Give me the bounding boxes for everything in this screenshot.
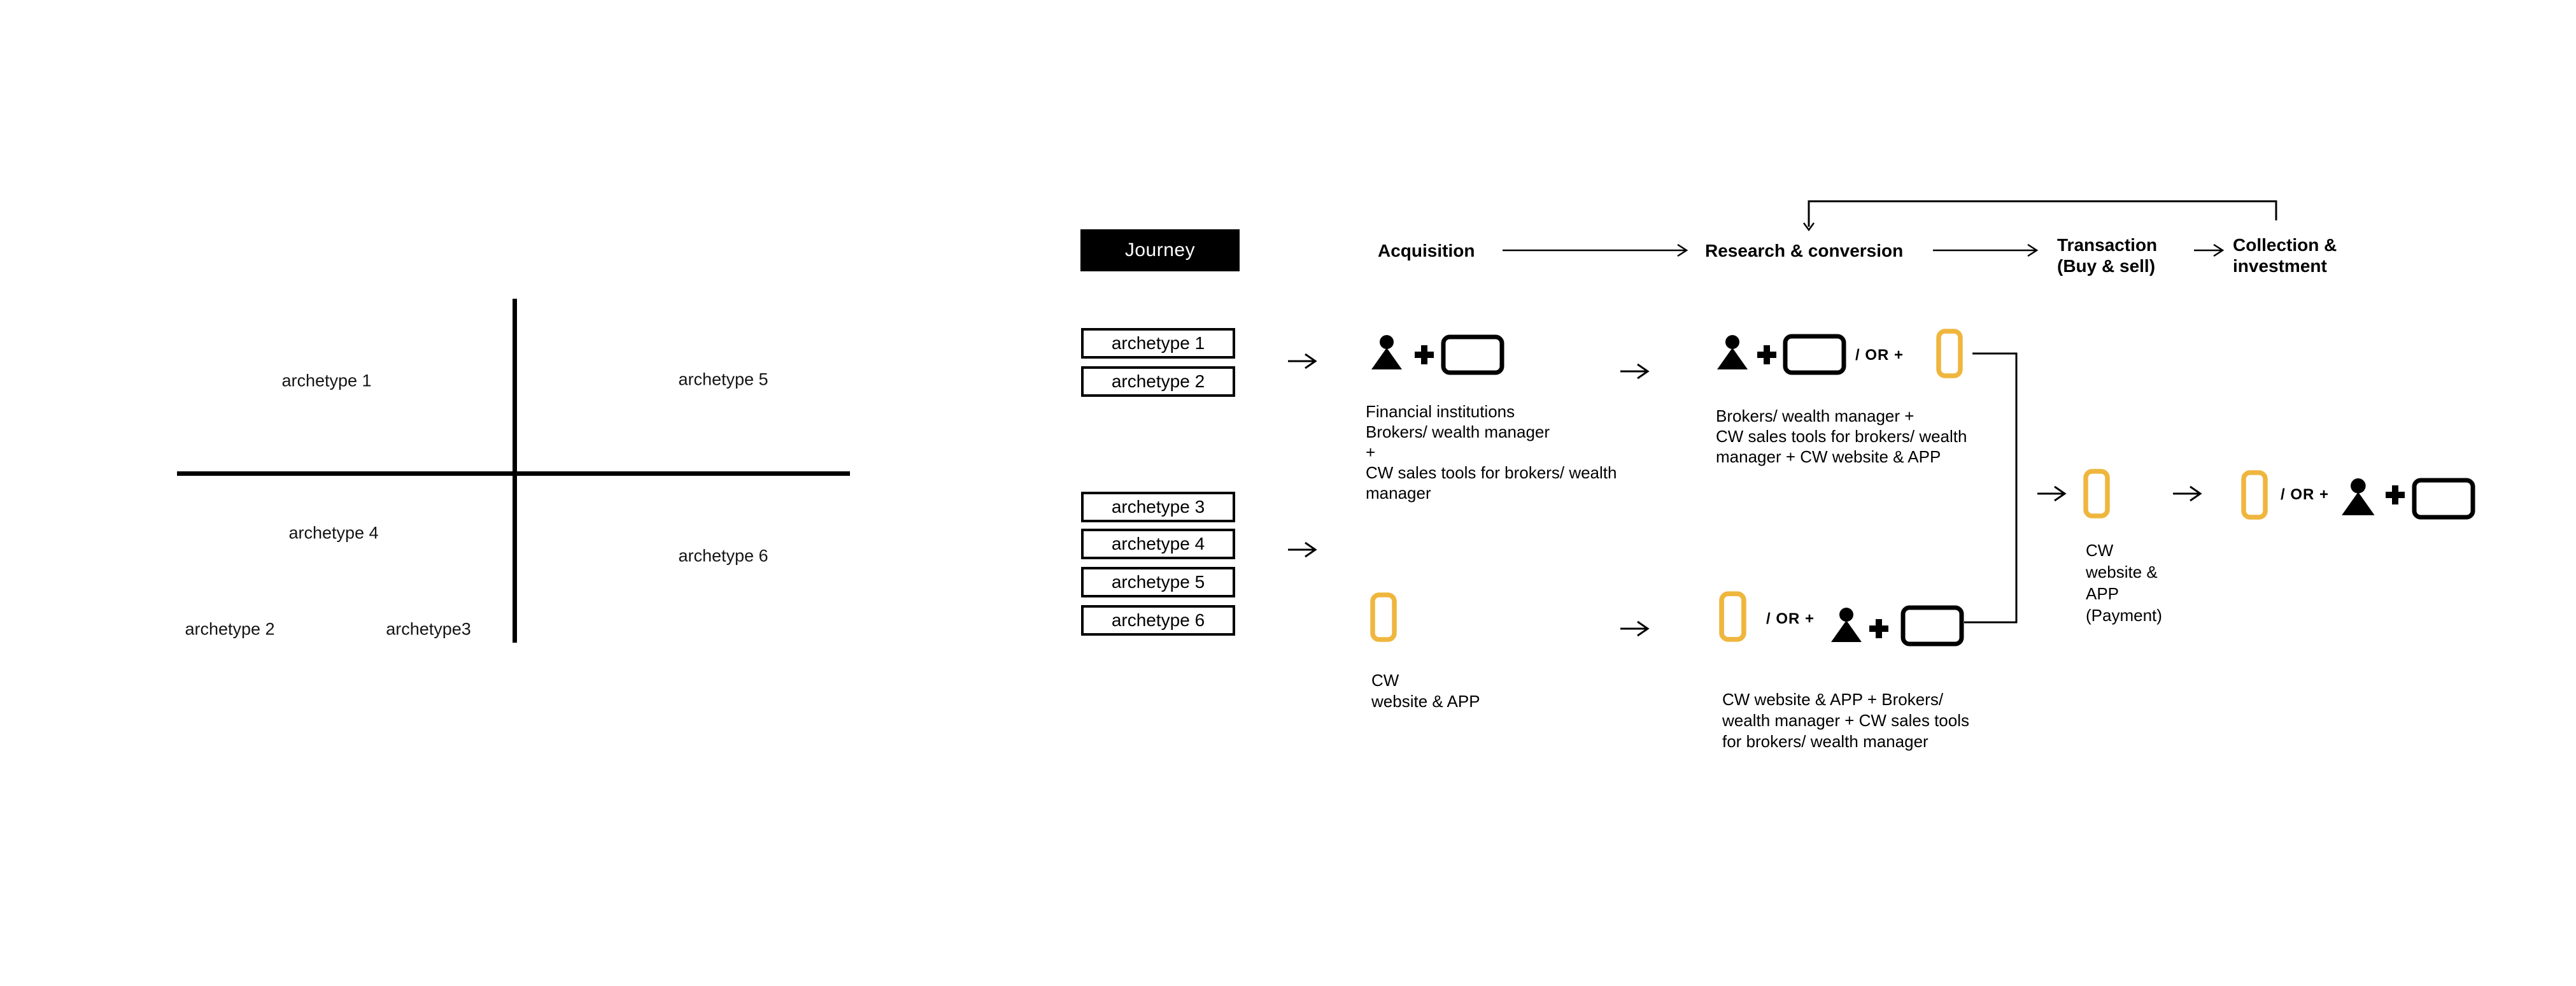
smartphone-icon bbox=[2083, 469, 2110, 518]
screen-icon bbox=[1900, 605, 1964, 647]
stage-collection-investment: Collection & investment bbox=[2233, 234, 2337, 276]
arrow-right-icon bbox=[1503, 243, 1688, 257]
merge-bracket-connector bbox=[1964, 352, 2018, 624]
arrow-right-icon bbox=[1288, 541, 1317, 558]
quadrant-label-archetype-4: archetype 4 bbox=[288, 523, 379, 543]
note-line: wealth manager + CW sales tools bbox=[1722, 711, 1970, 730]
note-line: CW bbox=[2086, 541, 2114, 560]
screen-icon bbox=[2412, 478, 2475, 520]
smartphone-icon bbox=[1936, 329, 1963, 378]
note-line: CW website & APP + Brokers/ bbox=[1722, 690, 1944, 709]
note-line: Brokers/ wealth manager bbox=[1366, 422, 1550, 441]
archetype-box-6: archetype 6 bbox=[1081, 605, 1235, 636]
archetype-box-2: archetype 2 bbox=[1081, 366, 1235, 397]
quadrant-label-archetype-1: archetype 1 bbox=[281, 371, 372, 390]
archetype-box-4: archetype 4 bbox=[1081, 529, 1235, 559]
row2-acquisition-note: CW website & APP bbox=[1371, 670, 1480, 712]
arrow-right-icon bbox=[1288, 353, 1317, 369]
note-line: CW sales tools for brokers/ wealth bbox=[1716, 427, 1967, 446]
note-line: CW bbox=[1371, 671, 1399, 690]
note-line: Brokers/ wealth manager + bbox=[1716, 406, 1914, 425]
note-line: website & APP bbox=[1371, 692, 1480, 711]
note-line: CW sales tools for brokers/ wealth bbox=[1366, 463, 1617, 482]
smartphone-icon bbox=[1719, 591, 1746, 642]
quadrant-label-archetype-3: archetype3 bbox=[386, 619, 471, 639]
arrow-right-icon bbox=[2037, 485, 2067, 502]
stage-transaction: Transaction (Buy & sell) bbox=[2057, 234, 2157, 276]
quadrant-vertical-axis bbox=[513, 299, 517, 643]
note-line: manager + CW website & APP bbox=[1716, 447, 1941, 466]
arrow-right-icon bbox=[2194, 243, 2225, 257]
note-line: website & bbox=[2086, 562, 2158, 582]
plus-icon bbox=[2386, 485, 2405, 504]
journey-title-box: Journey bbox=[1080, 229, 1240, 271]
row2-research-note: CW website & APP + Brokers/ wealth manag… bbox=[1722, 689, 1969, 752]
archetype-box-1: archetype 1 bbox=[1081, 328, 1235, 359]
note-line: Financial institutions bbox=[1366, 402, 1515, 421]
quadrant-label-archetype-5: archetype 5 bbox=[678, 369, 768, 389]
or-plus-label: / OR + bbox=[2280, 486, 2330, 503]
person-icon bbox=[1717, 335, 1748, 369]
smartphone-icon bbox=[2241, 470, 2268, 520]
screen-icon bbox=[1783, 334, 1846, 375]
or-plus-label: / OR + bbox=[1855, 347, 1904, 364]
row1-acquisition-note: Financial institutions Brokers/ wealth m… bbox=[1366, 401, 1617, 503]
arrow-right-icon bbox=[1933, 243, 2039, 257]
arrow-right-icon bbox=[2173, 485, 2202, 502]
stage-collection-line2: investment bbox=[2233, 256, 2327, 276]
journey-title: Journey bbox=[1124, 239, 1196, 261]
plus-icon bbox=[1757, 345, 1776, 364]
note-line: (Payment) bbox=[2086, 606, 2162, 625]
stage-acquisition: Acquisition bbox=[1378, 241, 1475, 261]
note-line: APP bbox=[2086, 584, 2120, 603]
person-icon bbox=[1371, 335, 1402, 369]
person-icon bbox=[1831, 608, 1862, 642]
screen-icon bbox=[1441, 334, 1504, 375]
stage-transaction-line2: (Buy & sell) bbox=[2057, 256, 2156, 276]
quadrant-label-archetype-2: archetype 2 bbox=[185, 619, 275, 639]
loop-back-arrow-icon bbox=[1802, 200, 2277, 232]
transaction-note: CW website & APP (Payment) bbox=[2086, 539, 2162, 626]
note-line: manager bbox=[1366, 483, 1431, 503]
or-plus-label: / OR + bbox=[1766, 610, 1815, 627]
quadrant-label-archetype-6: archetype 6 bbox=[678, 546, 768, 566]
smartphone-icon bbox=[1370, 592, 1397, 642]
arrow-right-icon bbox=[1620, 363, 1650, 380]
plus-icon bbox=[1869, 619, 1888, 638]
note-line: + bbox=[1366, 443, 1376, 462]
stage-transaction-line1: Transaction bbox=[2057, 235, 2158, 255]
stage-collection-line1: Collection & bbox=[2233, 235, 2337, 255]
plus-icon bbox=[1415, 345, 1434, 364]
person-icon bbox=[2342, 478, 2375, 515]
archetype-box-5: archetype 5 bbox=[1081, 567, 1235, 597]
row1-research-note: Brokers/ wealth manager + CW sales tools… bbox=[1716, 406, 1967, 467]
stage-research-conversion: Research & conversion bbox=[1705, 241, 1904, 261]
note-line: for brokers/ wealth manager bbox=[1722, 732, 1928, 751]
archetype-box-3: archetype 3 bbox=[1081, 492, 1235, 522]
arrow-right-icon bbox=[1620, 620, 1650, 637]
